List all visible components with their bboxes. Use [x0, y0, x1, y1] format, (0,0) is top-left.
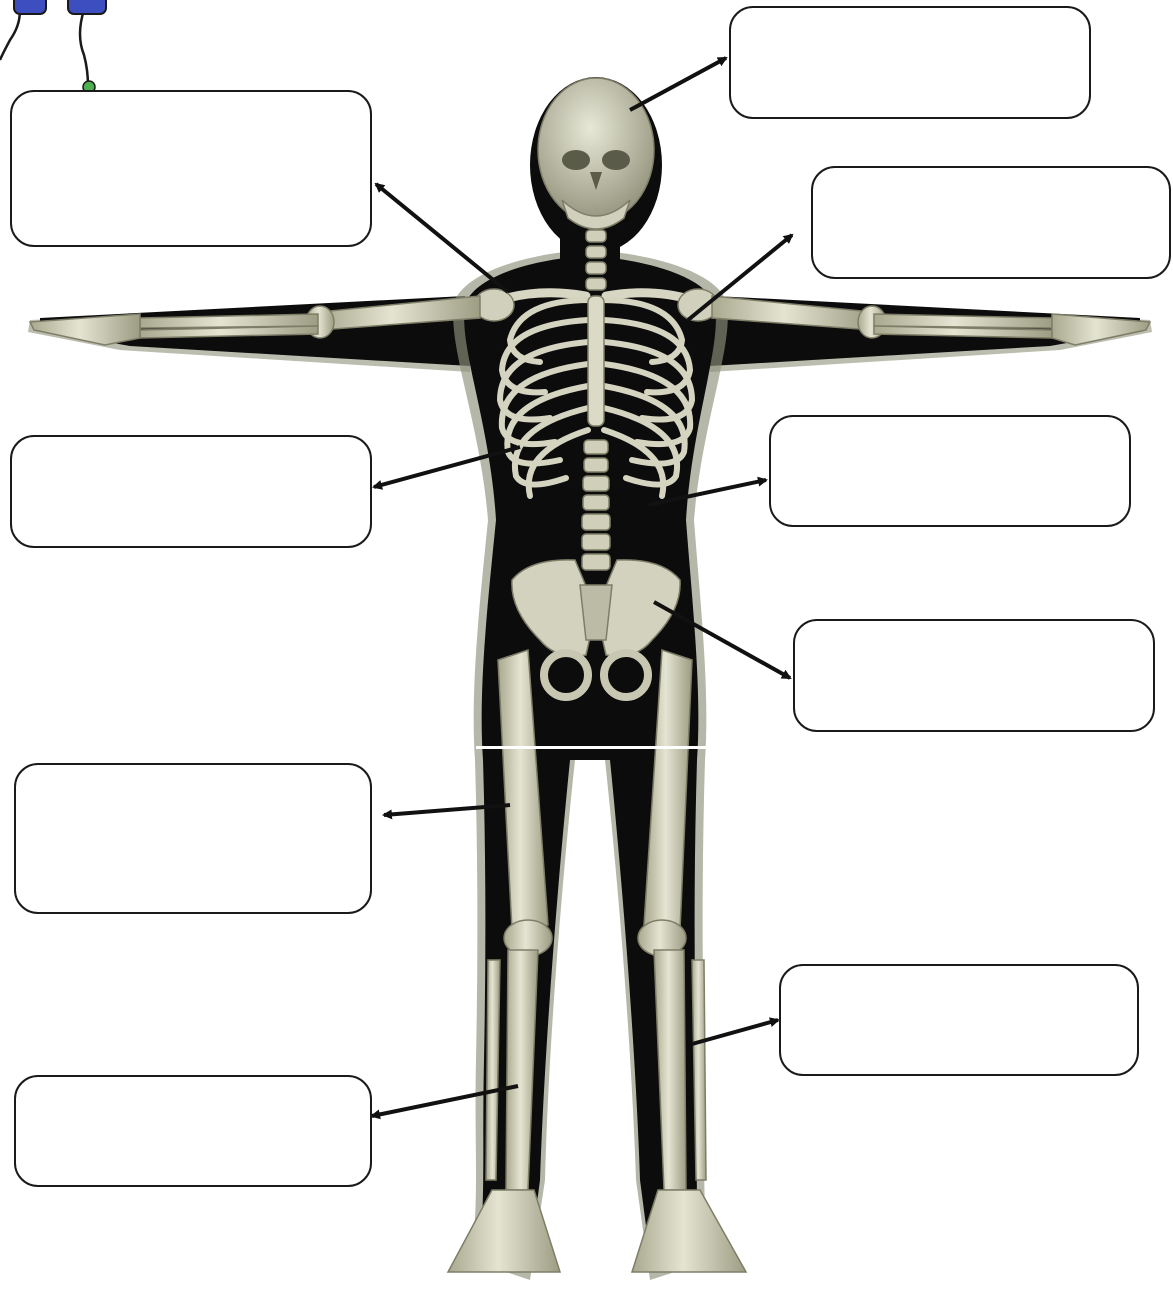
- label-box-top-right[interactable]: [729, 6, 1091, 119]
- clip-art-decoration: [0, 0, 106, 93]
- label-box-shoulder-right[interactable]: [811, 166, 1171, 279]
- label-box-lower-left[interactable]: [14, 1075, 372, 1187]
- sternum: [588, 296, 604, 426]
- image-seam: [476, 746, 712, 749]
- arrow-skull: [630, 58, 726, 110]
- skull: [538, 78, 654, 222]
- label-box-hip-right[interactable]: [793, 619, 1155, 732]
- label-box-thigh-left[interactable]: [14, 763, 372, 914]
- label-box-middle-left[interactable]: [10, 435, 372, 548]
- label-box-middle-right[interactable]: [769, 415, 1131, 527]
- label-box-upper-left[interactable]: [10, 90, 372, 247]
- arrow-clavicle: [376, 184, 508, 292]
- label-box-lower-right[interactable]: [779, 964, 1139, 1076]
